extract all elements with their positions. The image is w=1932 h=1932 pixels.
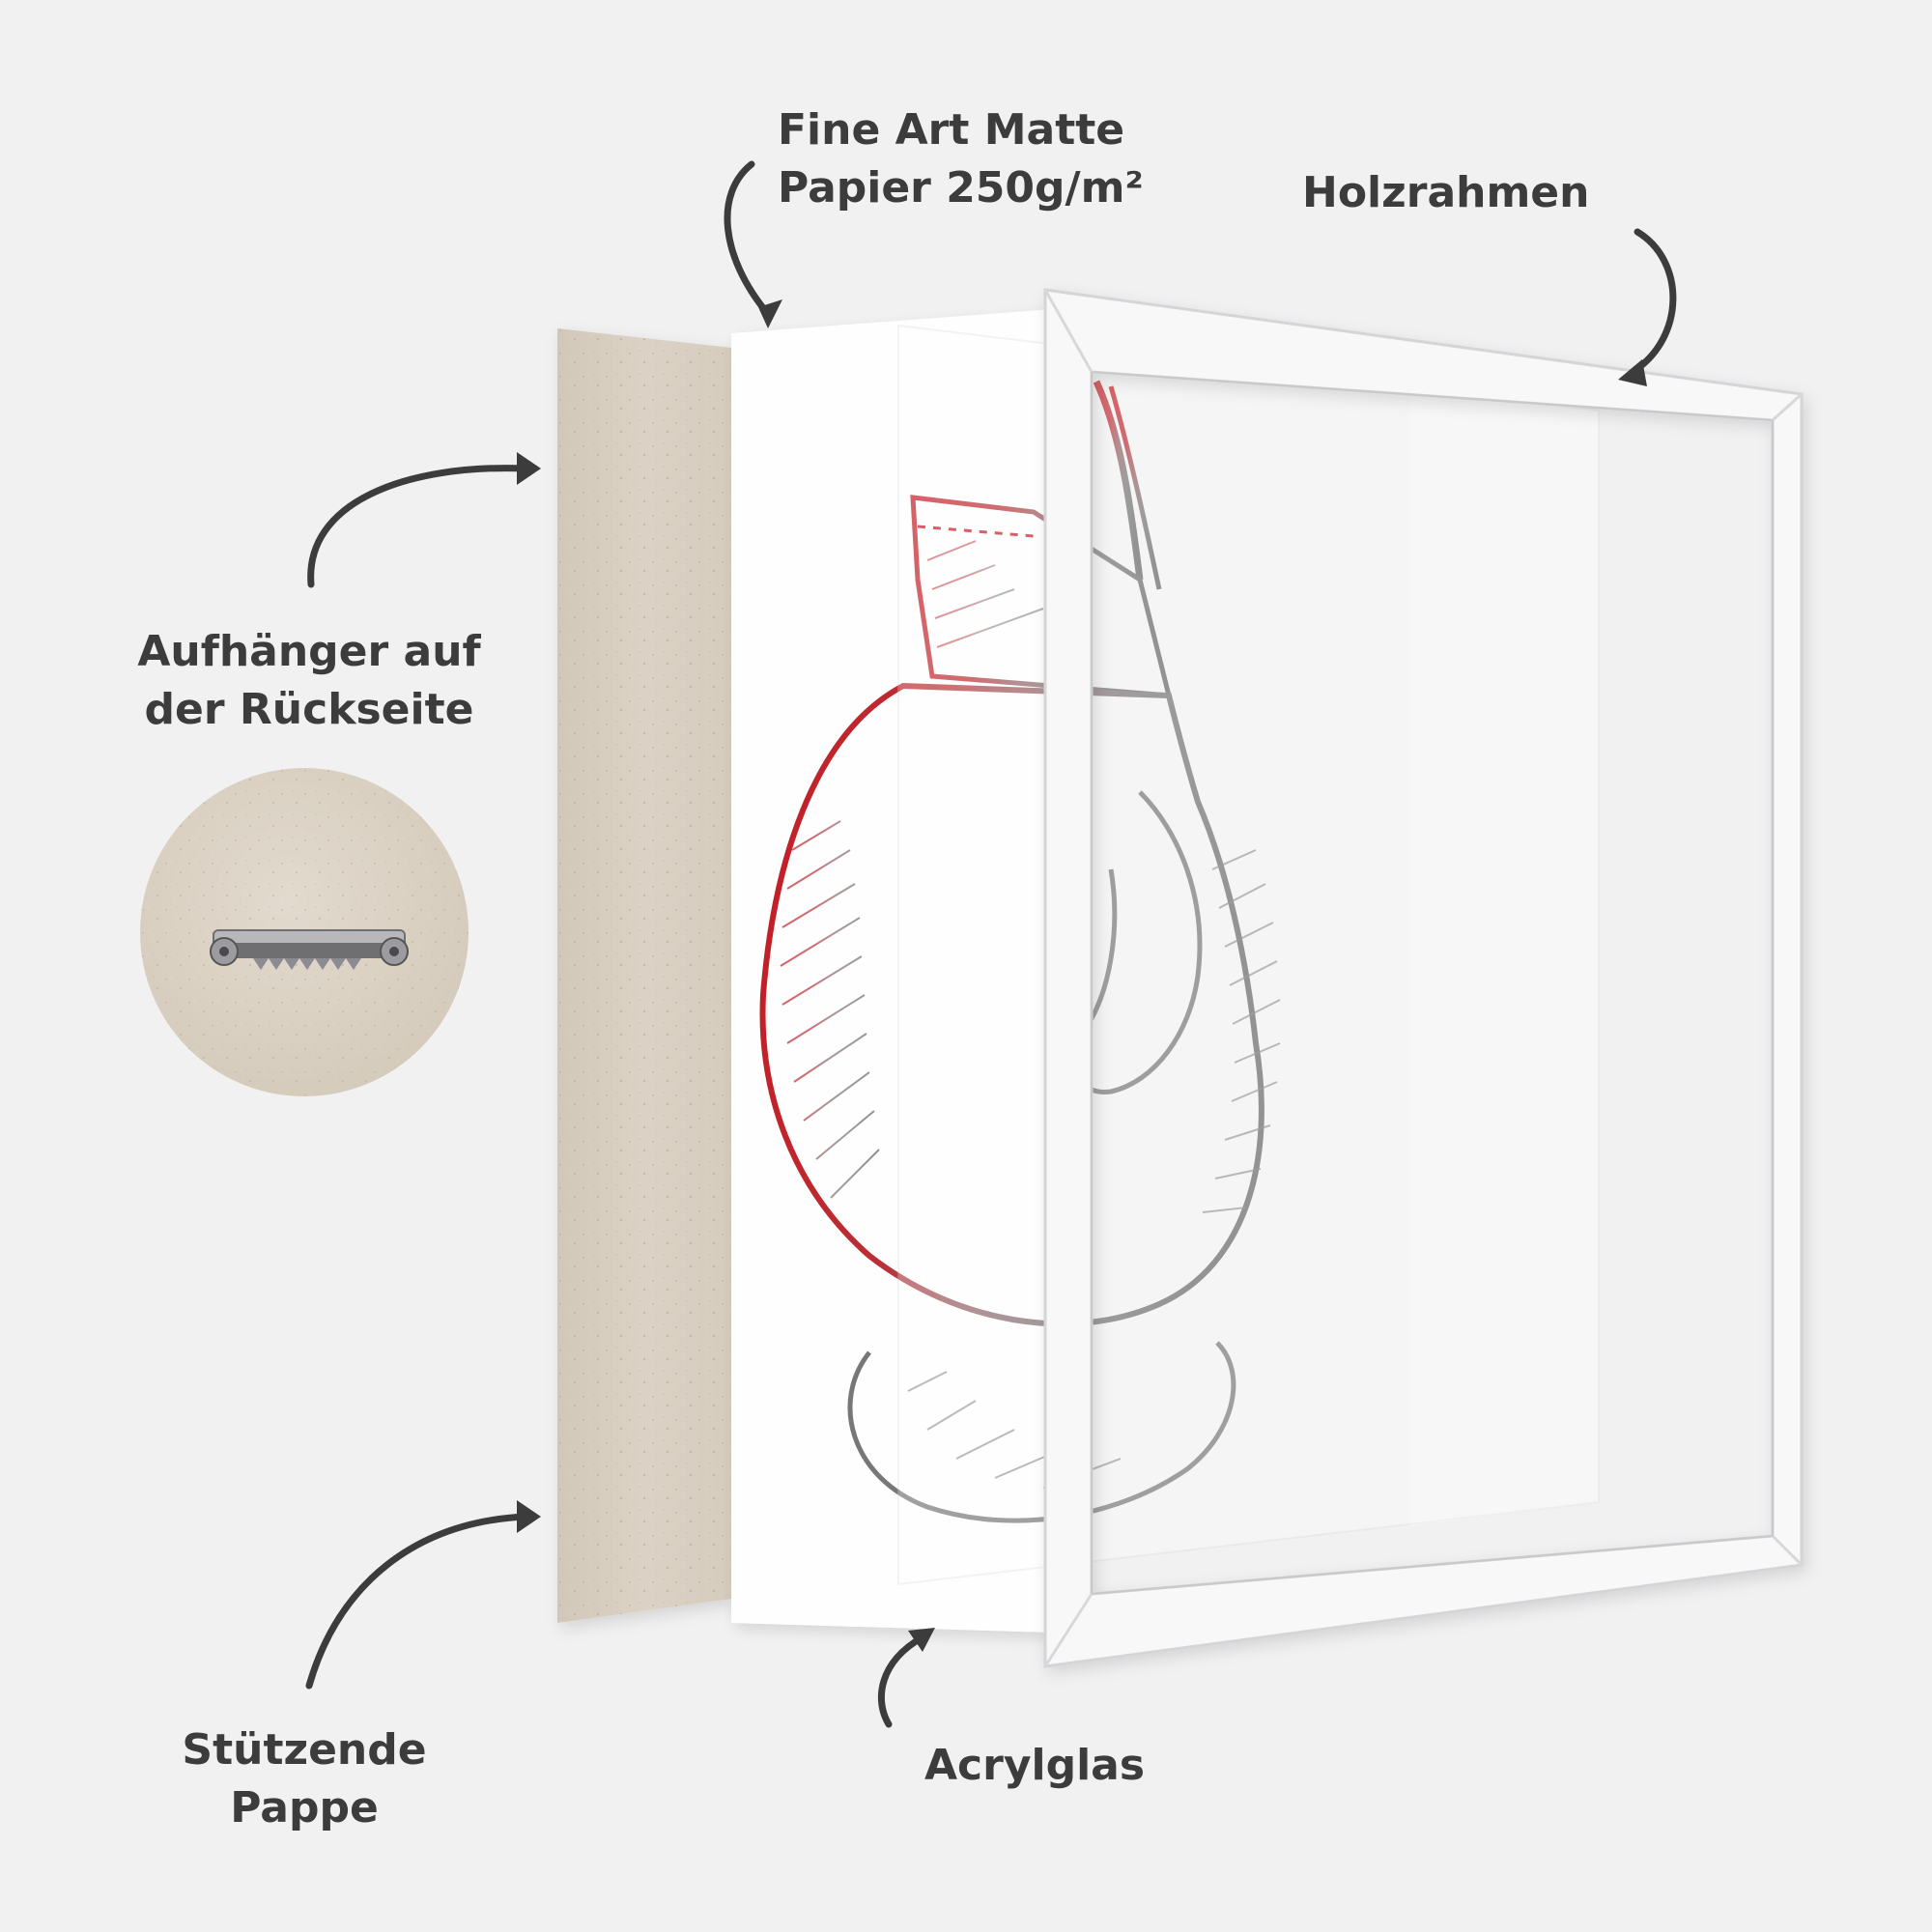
label-fine-art-paper: Fine Art Matte Papier 250g/m² [778, 101, 1144, 217]
art-paper-sheet [731, 309, 1053, 1633]
acrylic-glass-sheet [897, 324, 1600, 1586]
cardboard-backing [557, 328, 731, 1623]
label-aufhaenger-line2: der Rückseite [144, 685, 474, 734]
curved-arrow-icon [305, 1513, 530, 1690]
label-aufhaenger-line1: Aufhänger auf [137, 627, 481, 676]
label-stuetzende-pappe-line2: Pappe [230, 1783, 379, 1833]
label-acrylglas: Acrylglas [924, 1741, 1146, 1790]
curved-arrow-icon [307, 465, 530, 588]
boxing-glove-illustration [759, 380, 1281, 1523]
label-fine-art-paper-line2: Papier 250g/m² [778, 163, 1144, 213]
label-aufhaenger: Aufhänger auf der Rückseite [87, 623, 531, 739]
arrowhead [758, 299, 782, 328]
hanger-detail-circle [140, 768, 469, 1096]
arrowhead [908, 1628, 935, 1652]
arrowhead [517, 1500, 541, 1533]
curved-arrow-icon [1629, 228, 1677, 376]
label-stuetzende-pappe-line1: Stützende [182, 1725, 427, 1775]
sawtooth-hanger-icon [210, 929, 409, 970]
label-fine-art-paper-line1: Fine Art Matte [778, 105, 1125, 155]
label-holzrahmen: Holzrahmen [1302, 168, 1590, 217]
arrowhead [517, 452, 541, 485]
curved-arrow-icon [878, 1634, 926, 1728]
arrowhead [1618, 359, 1647, 386]
label-stuetzende-pappe: Stützende Pappe [140, 1721, 469, 1837]
wooden-frame [1043, 288, 1804, 1668]
curved-arrow-icon [724, 160, 772, 318]
